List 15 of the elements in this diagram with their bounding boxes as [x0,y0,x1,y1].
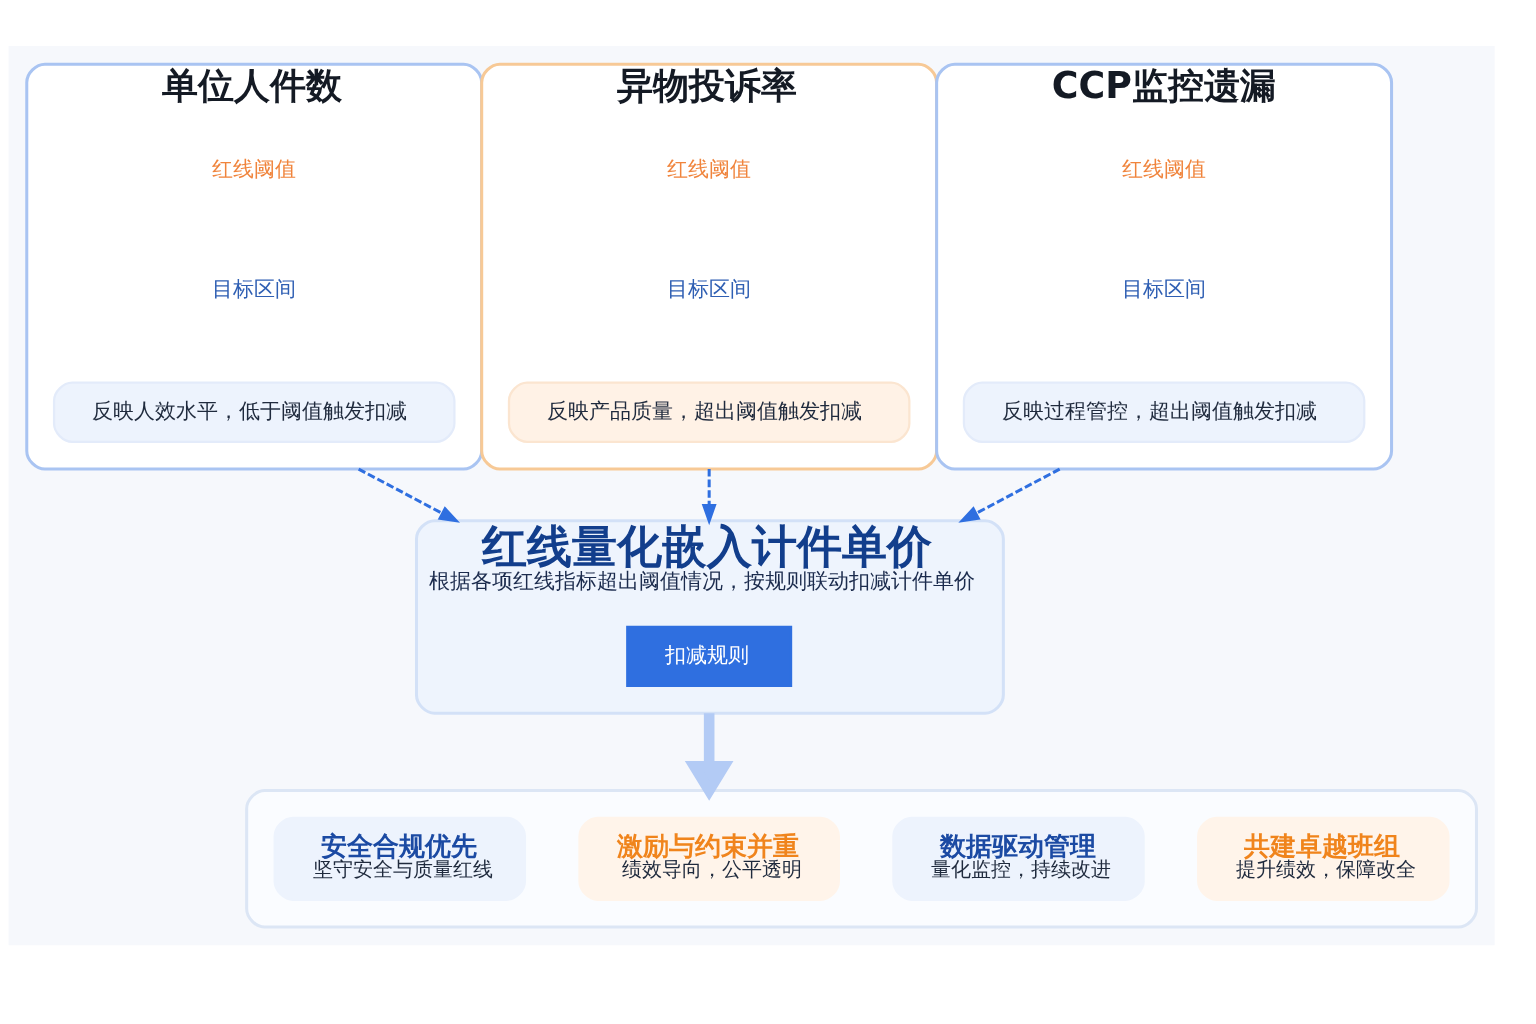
node-box: 反映人效水平，低于阈值触发扣减 [52,381,456,443]
cluster [245,789,1478,929]
node-box: 反映产品质量，超出阈值触发扣减 [507,381,911,443]
node-box: 扣减规则 [626,625,793,688]
label: 目标区间 [1122,275,1207,301]
arrow [684,713,734,801]
label: 红线阈值 [667,155,752,181]
arrow [701,469,717,526]
label: 红线阈值 [1122,155,1207,181]
arrow [958,467,1061,523]
label: 目标区间 [667,275,752,301]
label: 目标区间 [212,275,297,301]
label: 红线阈值 [212,155,297,181]
node-box: 反映过程管控，超出阈值触发扣减 [962,381,1366,443]
arrow [357,467,460,523]
